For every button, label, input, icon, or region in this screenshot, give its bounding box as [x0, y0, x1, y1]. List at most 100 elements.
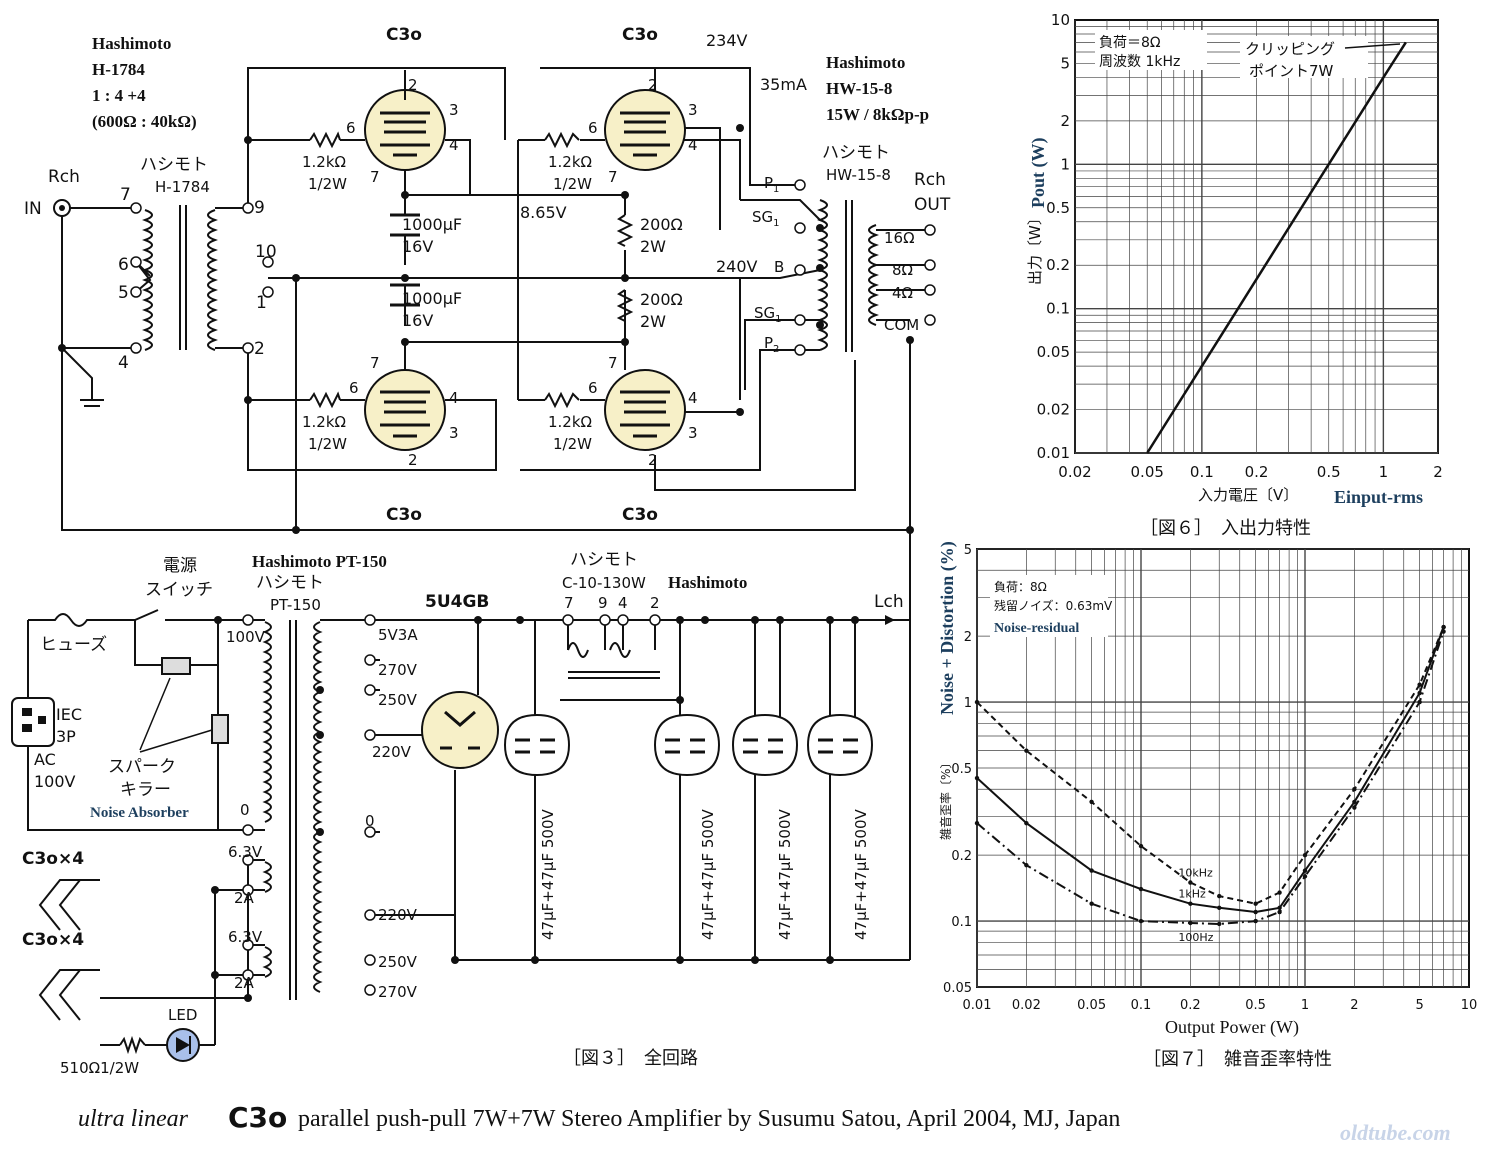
- filter-cap-label-4: 47μF+47μF 500V: [852, 809, 870, 940]
- chart6-annotation-bg: [1240, 36, 1368, 78]
- footer: ultra linear C3o parallel push-pull 7W+7…: [78, 1101, 1451, 1145]
- data-point: [1024, 820, 1029, 826]
- res-tl-watt: 1/2W: [308, 175, 347, 193]
- series-line-10kHz: [976, 626, 1445, 905]
- chart6-ylabel: 出力〔W〕: [1026, 210, 1044, 285]
- input-trans-jp: ハシモト: [140, 155, 208, 175]
- tube-pin-bl-3: 3: [449, 424, 459, 442]
- tube-pin-bl-2: 2: [408, 451, 418, 469]
- tap-16-label: 16Ω: [884, 229, 915, 247]
- rch-out-label: Rch: [914, 170, 946, 190]
- led-icon: [166, 1028, 200, 1062]
- data-point: [1417, 682, 1422, 687]
- pin-1-label: 1: [256, 293, 267, 313]
- choke-pin-9: 9: [598, 594, 608, 612]
- y-tick-label: 5: [964, 543, 972, 558]
- pt-270a-label: 270V: [378, 661, 418, 679]
- tube-top-right: [604, 89, 686, 171]
- filter-cap-label-3: 47μF+47μF 500V: [776, 809, 794, 940]
- cap-top-volt: 16V: [402, 237, 433, 256]
- chart6-annotation-arrow: [1344, 43, 1401, 49]
- heater2-current: 2A: [234, 974, 255, 992]
- pin-2-label: 2: [254, 339, 265, 359]
- res-tl-value: 1.2kΩ: [302, 153, 346, 171]
- out-trans-jp: ハシモト: [822, 143, 890, 163]
- circuit-schematic: [27, 67, 930, 1055]
- pin-7-label: 7: [120, 185, 131, 205]
- p2-label: P2: [764, 334, 779, 355]
- rch-in-label: Rch: [48, 167, 80, 187]
- y-tick-label: 2: [964, 630, 972, 645]
- res-br-value: 1.2kΩ: [548, 413, 592, 431]
- tube-pin-tr-6: 6: [588, 119, 598, 137]
- b-voltage-240: 240V: [716, 257, 758, 276]
- p1-label: P1: [764, 174, 779, 195]
- data-point: [1188, 920, 1193, 926]
- x-tick-label: 0.2: [1245, 463, 1269, 481]
- rectifier-label: 5U4GB: [425, 592, 489, 612]
- tube-pin-tl-7: 7: [370, 168, 380, 186]
- power-switch-label-2: スイッチ: [145, 580, 213, 600]
- choke-jp-label: ハシモト: [570, 550, 638, 570]
- pt-brand-label: Hashimoto PT-150: [252, 552, 387, 571]
- rectifier-tube: [421, 691, 499, 769]
- tube-pin-tr-3: 3: [688, 101, 698, 119]
- y-tick-label: 0.5: [951, 762, 972, 777]
- footer-text: parallel push-pull 7W+7W Stereo Amplifie…: [298, 1106, 1120, 1132]
- chart7-ylabel-en: Noise + Distortion (%): [937, 541, 958, 715]
- input-trans-model: H-1784: [92, 60, 145, 79]
- x-tick-label: 10: [1461, 998, 1478, 1013]
- choke-brand-label: Hashimoto: [668, 573, 747, 592]
- tube-pin-br-4: 4: [688, 389, 698, 407]
- data-point: [1352, 787, 1357, 792]
- junction-dots: [58, 124, 914, 1002]
- y-tick-label: 0.1: [951, 915, 972, 930]
- input-trans-jp-model: H-1784: [155, 178, 210, 196]
- x-tick-label: 2: [1433, 463, 1443, 481]
- chart6-ylabel-en: Pout (W): [1028, 138, 1049, 209]
- tube-label-tl: C3o: [386, 25, 422, 45]
- data-point: [974, 775, 980, 781]
- y-tick-label: 0.2: [1046, 256, 1070, 274]
- y-tick-label: 0.1: [1046, 300, 1070, 318]
- tube-pin-tr-2: 2: [648, 76, 658, 94]
- y-tick-label: 5: [1060, 54, 1070, 72]
- r200-top-value: 200Ω: [640, 215, 683, 234]
- input-trans-imp: (600Ω : 40kΩ): [92, 112, 197, 131]
- data-point: [1024, 862, 1029, 868]
- y-tick-label: 0.02: [1037, 401, 1070, 419]
- tube-pin-br-3: 3: [688, 424, 698, 442]
- pin-5-label: 5: [118, 283, 129, 303]
- chart7-note2: 残留ノイズ：0.63mV: [994, 598, 1113, 613]
- cap-bot-volt: 16V: [402, 311, 433, 330]
- watermark: oldtube.com: [1340, 1120, 1451, 1145]
- r200-top-watt: 2W: [640, 237, 666, 256]
- filter-cap-label-1: 47μF+47μF 500V: [539, 809, 557, 940]
- in-label: IN: [24, 199, 42, 219]
- data-point: [1417, 699, 1422, 705]
- tap-4-label: 4Ω: [892, 284, 913, 302]
- data-point: [1188, 880, 1193, 885]
- lch-arrow-icon: [885, 615, 895, 625]
- data-point: [1089, 799, 1094, 805]
- chart6-note1: 負荷＝8Ω: [1099, 35, 1161, 51]
- data-point: [1302, 868, 1308, 873]
- y-tick-label: 0.2: [951, 849, 972, 864]
- choke-pin-4: 4: [618, 594, 628, 612]
- series-label: 10kHz: [1178, 867, 1213, 880]
- x-tick-label: 0.02: [1058, 463, 1091, 481]
- res-tr-watt: 1/2W: [553, 175, 592, 193]
- chart7-note3: Noise-residual: [994, 621, 1079, 636]
- noise-absorber-label: Noise Absorber: [90, 805, 189, 821]
- heater1-current: 2A: [234, 889, 255, 907]
- data-point: [1138, 886, 1144, 892]
- pt-model-label: PT-150: [270, 596, 321, 614]
- r200-bot-watt: 2W: [640, 312, 666, 331]
- x-tick-label: 5: [1415, 998, 1423, 1013]
- filter-cap-label-2: 47μF+47μF 500V: [699, 809, 717, 940]
- series-line-100Hz: [976, 631, 1445, 926]
- tube-pin-tl-2: 2: [408, 76, 418, 94]
- y-tick-label: 10: [1051, 11, 1070, 29]
- tube-pin-bl-7: 7: [370, 354, 380, 372]
- footer-tube: C3o: [228, 1101, 287, 1134]
